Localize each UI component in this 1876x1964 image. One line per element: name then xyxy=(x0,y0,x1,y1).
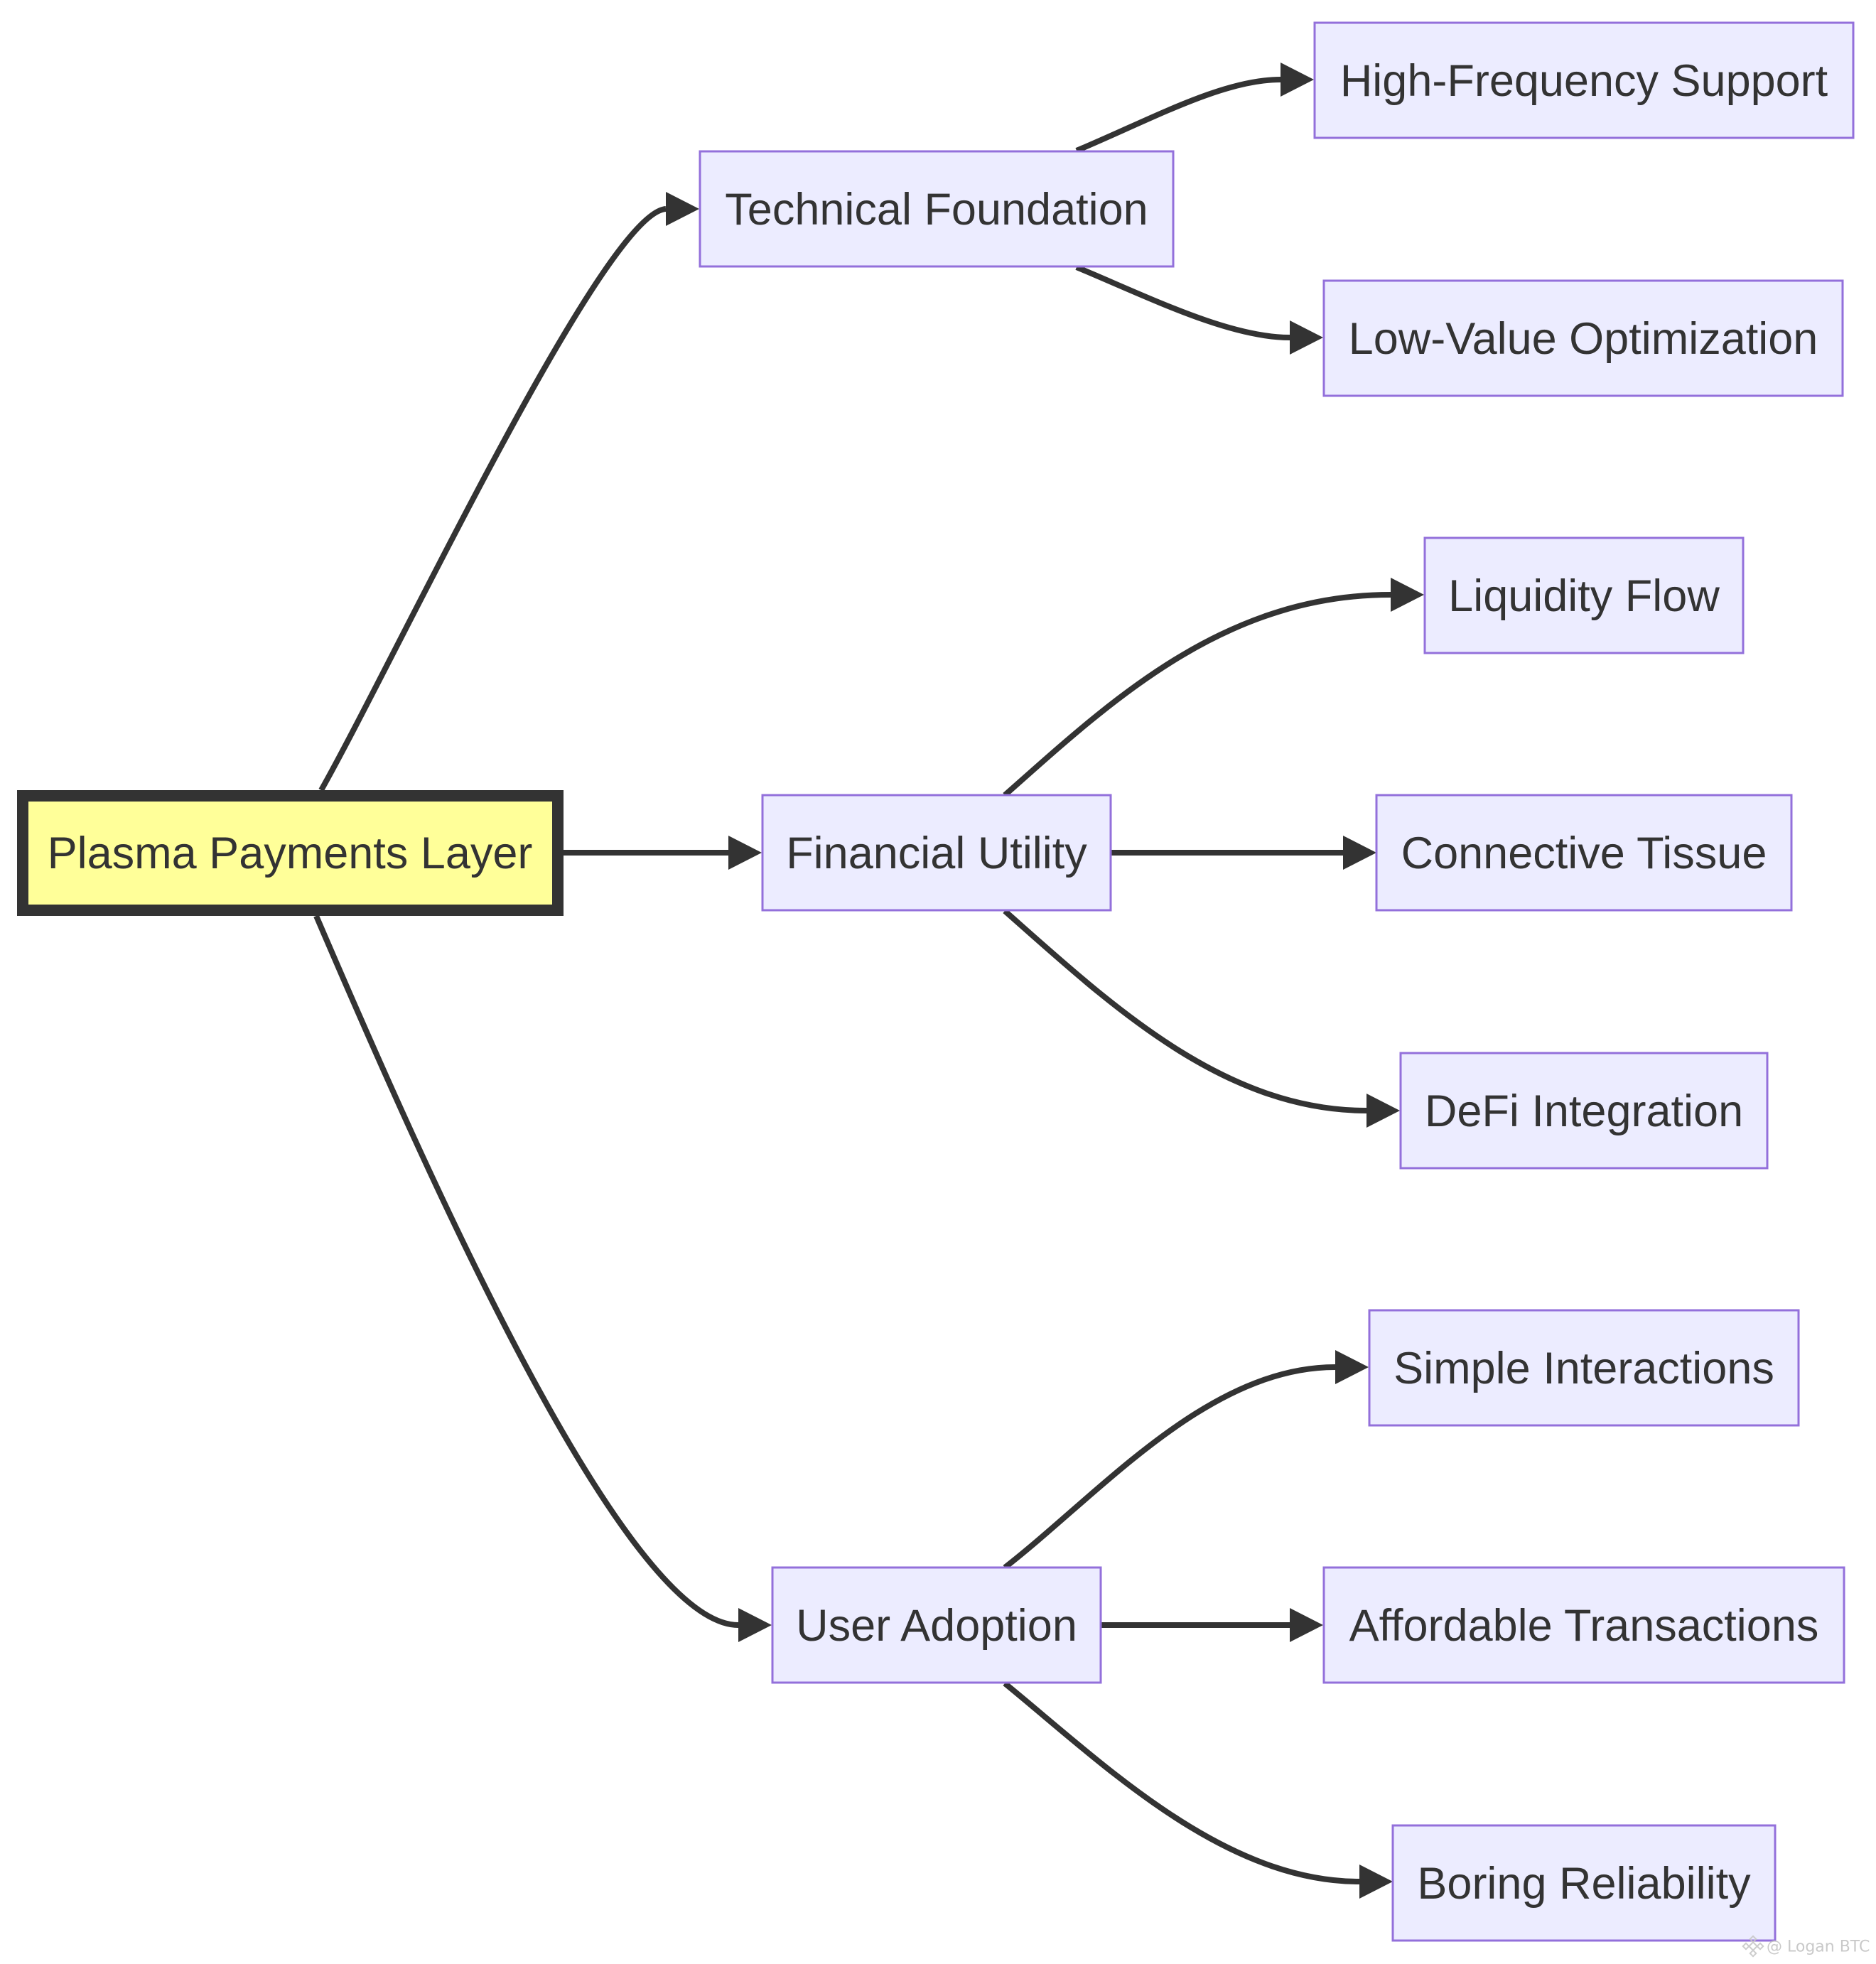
node-high-frequency-support[interactable]: High-Frequency Support xyxy=(1313,21,1855,139)
node-label: DeFi Integration xyxy=(1425,1086,1743,1136)
edge-user-adoption-to-boring-reliability xyxy=(1003,1680,1393,1899)
node-label: Affordable Transactions xyxy=(1349,1601,1819,1651)
node-affordable-transactions[interactable]: Affordable Transactions xyxy=(1322,1566,1845,1684)
node-low-value-optimization[interactable]: Low-Value Optimization xyxy=(1322,279,1844,397)
node-financial-utility[interactable]: Financial Utility xyxy=(761,794,1112,912)
node-box xyxy=(761,794,1112,912)
node-user-adoption[interactable]: User Adoption xyxy=(771,1566,1102,1684)
node-defi-integration[interactable]: DeFi Integration xyxy=(1399,1052,1769,1170)
node-label: Financial Utility xyxy=(786,829,1087,878)
node-box xyxy=(1313,21,1855,139)
node-label: Simple Interactions xyxy=(1393,1344,1774,1393)
edge-financial-utility-to-connective-tissue xyxy=(1111,836,1376,870)
node-boring-reliability[interactable]: Boring Reliability xyxy=(1391,1824,1777,1942)
edge-technical-foundation-to-low-value-optimization xyxy=(1075,264,1323,355)
edge-line xyxy=(318,206,667,792)
node-label: Technical Foundation xyxy=(725,185,1148,234)
node-label: Connective Tissue xyxy=(1401,829,1767,878)
edge-financial-utility-to-liquidity-flow xyxy=(1003,578,1424,797)
node-plasma-payments-layer[interactable]: Plasma Payments Layer xyxy=(17,790,564,916)
arrowhead-icon xyxy=(1366,1094,1400,1128)
watermark-text: @ Logan BTC xyxy=(1767,1938,1870,1956)
arrowhead-icon xyxy=(666,192,699,226)
arrowhead-icon xyxy=(728,836,762,870)
edge-root-to-financial-utility xyxy=(564,836,762,870)
arrowhead-icon xyxy=(1335,1350,1369,1384)
node-box xyxy=(1375,794,1793,912)
edge-line xyxy=(1003,1680,1360,1884)
node-label: Boring Reliability xyxy=(1417,1859,1751,1909)
arrowhead-icon xyxy=(738,1608,772,1642)
edge-line xyxy=(313,914,739,1628)
arrowhead-icon xyxy=(1343,836,1376,870)
arrowhead-icon xyxy=(1359,1865,1393,1899)
node-connective-tissue[interactable]: Connective Tissue xyxy=(1375,794,1793,912)
binance-diamond-icon xyxy=(1742,1935,1764,1958)
edge-root-to-user-adoption xyxy=(313,914,772,1642)
edge-line xyxy=(1075,264,1290,340)
node-liquidity-flow[interactable]: Liquidity Flow xyxy=(1423,536,1745,654)
node-label: User Adoption xyxy=(796,1601,1077,1651)
node-box xyxy=(1391,1824,1777,1942)
arrowhead-icon xyxy=(1290,320,1323,355)
node-label: Plasma Payments Layer xyxy=(48,829,533,878)
edge-root-to-technical-foundation xyxy=(318,192,699,792)
node-label: High-Frequency Support xyxy=(1340,56,1828,106)
node-box xyxy=(699,150,1175,268)
node-simple-interactions[interactable]: Simple Interactions xyxy=(1368,1309,1800,1427)
edge-line xyxy=(1003,592,1391,797)
node-box xyxy=(771,1566,1102,1684)
edge-line xyxy=(1003,1364,1336,1570)
node-box xyxy=(1399,1052,1769,1170)
watermark: @ Logan BTC xyxy=(1742,1935,1870,1958)
node-label: Liquidity Flow xyxy=(1448,571,1720,621)
root-node-box xyxy=(17,790,564,916)
edge-user-adoption-to-simple-interactions xyxy=(1003,1350,1369,1570)
node-technical-foundation[interactable]: Technical Foundation xyxy=(699,150,1175,268)
edge-technical-foundation-to-high-frequency-support xyxy=(1075,63,1314,153)
node-label: Low-Value Optimization xyxy=(1349,314,1818,364)
edge-line xyxy=(1075,77,1281,153)
node-box xyxy=(1322,279,1844,397)
arrowhead-icon xyxy=(1290,1608,1323,1642)
arrowhead-icon xyxy=(1281,63,1314,97)
arrowhead-icon xyxy=(1391,578,1424,612)
edge-line xyxy=(1003,909,1367,1113)
edge-financial-utility-to-defi-integration xyxy=(1003,909,1400,1128)
edges xyxy=(313,63,1424,1899)
nodes: Plasma Payments Layer Technical Foundati… xyxy=(17,21,1855,1942)
node-box xyxy=(1322,1566,1845,1684)
edge-user-adoption-to-affordable-transactions xyxy=(1101,1608,1323,1642)
node-box xyxy=(1423,536,1745,654)
node-box xyxy=(1368,1309,1800,1427)
